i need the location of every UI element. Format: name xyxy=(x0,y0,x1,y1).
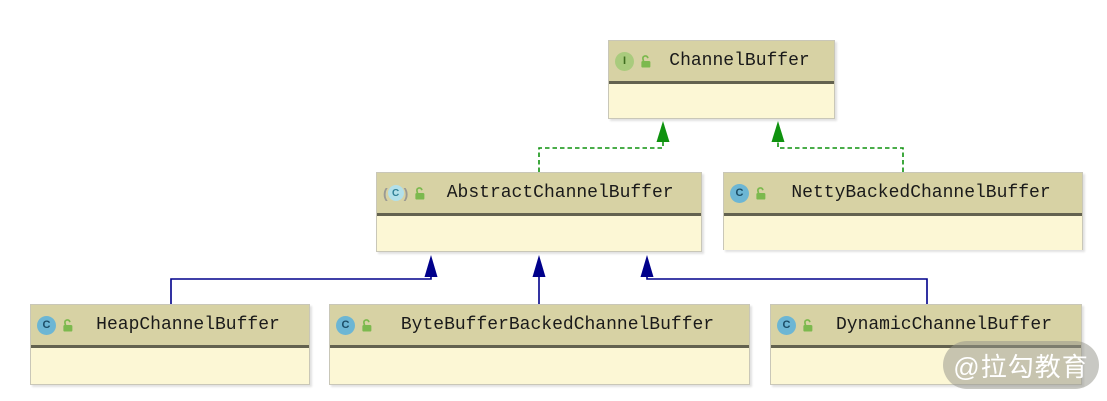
class-header[interactable]: I ChannelBuffer xyxy=(609,41,834,84)
unlocked-icon xyxy=(359,318,374,333)
class-body xyxy=(330,348,749,382)
class-name: HeapChannelBuffer xyxy=(96,315,280,335)
watermark-badge: @拉勾教育 xyxy=(943,341,1099,389)
class-header[interactable]: (C) AbstractChannelBuffer xyxy=(377,173,701,216)
class-box-abstractchannelbuffer[interactable]: (C) AbstractChannelBuffer xyxy=(376,172,702,252)
unlocked-icon xyxy=(60,318,75,333)
class-header[interactable]: C NettyBackedChannelBuffer xyxy=(724,173,1082,216)
edge-extends-dynamicchannelbuffer-to-abstractchannelbuffer xyxy=(640,255,928,304)
class-body xyxy=(377,216,701,250)
class-header[interactable]: C ByteBufferBackedChannelBuffer xyxy=(330,305,749,348)
class-name: AbstractChannelBuffer xyxy=(446,183,674,203)
edge-implements-abstractchannelbuffer-to-channelbuffer xyxy=(538,121,670,172)
class-box-heapchannelbuffer[interactable]: C HeapChannelBuffer xyxy=(30,304,310,385)
unlocked-icon xyxy=(412,186,427,201)
class-icon: C xyxy=(37,315,56,335)
class-body xyxy=(609,84,834,118)
class-name: NettyBackedChannelBuffer xyxy=(791,183,1051,203)
class-icon: C xyxy=(777,315,796,335)
unlocked-icon xyxy=(638,54,653,69)
class-icon: C xyxy=(336,315,355,335)
abstract-class-icon: (C) xyxy=(383,185,409,201)
class-body xyxy=(724,216,1082,250)
edge-implements-nettybackedchannelbuffer-to-channelbuffer xyxy=(771,121,904,172)
watermark-text: @拉勾教育 xyxy=(953,351,1089,382)
class-box-nettybackedchannelbuffer[interactable]: C NettyBackedChannelBuffer xyxy=(723,172,1083,250)
interface-icon: I xyxy=(615,51,634,71)
class-icon: C xyxy=(730,183,749,203)
class-name: ByteBufferBackedChannelBuffer xyxy=(400,315,715,335)
class-body xyxy=(31,348,309,382)
edge-extends-bytebufferbackedchannelbuffer-to-abstractchannelbuffer xyxy=(532,255,546,304)
class-header[interactable]: C DynamicChannelBuffer xyxy=(771,305,1081,348)
class-header[interactable]: C HeapChannelBuffer xyxy=(31,305,309,348)
class-box-channelbuffer[interactable]: I ChannelBuffer xyxy=(608,40,835,119)
class-name: ChannelBuffer xyxy=(669,51,810,71)
class-box-bytebufferbackedchannelbuffer[interactable]: C ByteBufferBackedChannelBuffer xyxy=(329,304,750,385)
edge-extends-heapchannelbuffer-to-abstractchannelbuffer xyxy=(170,255,438,304)
unlocked-icon xyxy=(800,318,815,333)
class-name: DynamicChannelBuffer xyxy=(835,315,1053,335)
unlocked-icon xyxy=(753,186,768,201)
